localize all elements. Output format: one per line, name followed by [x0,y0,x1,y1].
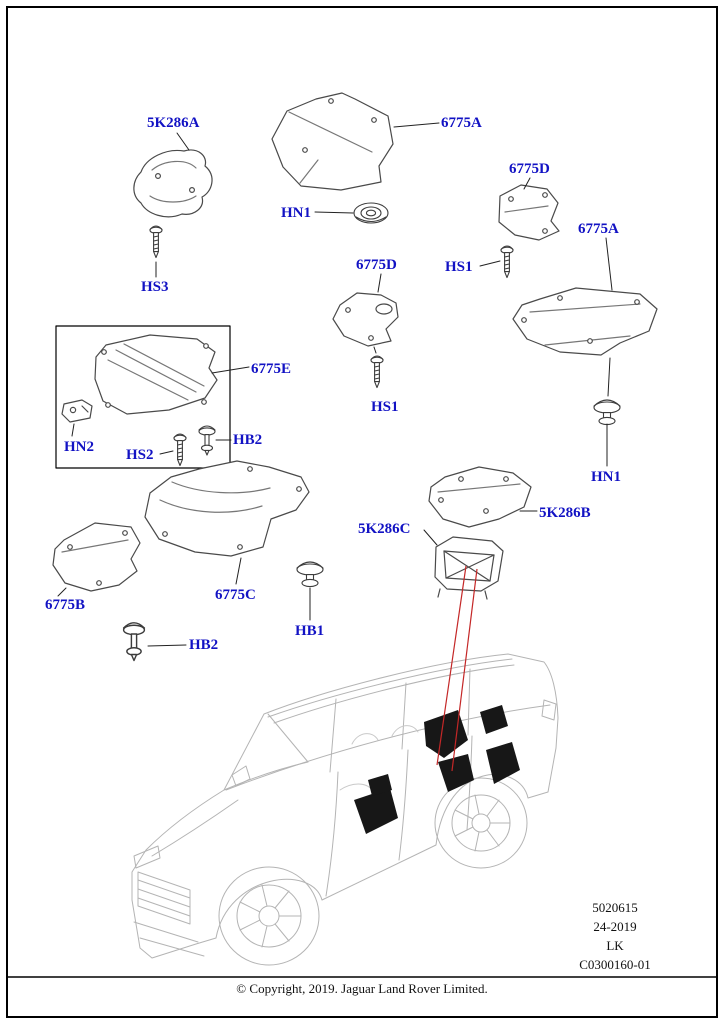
callout-hs2[interactable]: HS2 [126,447,154,463]
callout-hs3[interactable]: HS3 [141,279,169,295]
callout-hb2-top[interactable]: HB2 [233,432,263,448]
callout-hn2[interactable]: HN2 [64,439,94,455]
fastener-hb1 [296,561,324,588]
part-art-5k286a [133,149,213,218]
callout-6775c[interactable]: 6775C [215,587,256,603]
fastener-hb2-top [198,425,216,456]
location-lines [436,565,478,772]
part-art-6775e-box [55,325,231,469]
callout-hn1-right[interactable]: HN1 [591,469,621,485]
doc-line-4: C0300160-01 [579,957,651,972]
fastener-hs3 [149,225,163,259]
callout-5k286c[interactable]: 5K286C [358,521,411,537]
callout-hs1-mid[interactable]: HS1 [371,399,399,415]
part-art-6775c [144,460,310,557]
callout-5k286a[interactable]: 5K286A [147,115,200,131]
callout-hs1-top[interactable]: HS1 [445,259,473,275]
part-art-5k286c [434,536,504,600]
callout-6775e[interactable]: 6775E [251,361,292,377]
callout-hb1[interactable]: HB1 [295,623,325,639]
part-art-6775b [52,522,141,592]
document-info-block: 5020615 24-2019 LK C0300160-01 [553,898,677,974]
installed-shield-patches [354,705,520,834]
doc-line-3: LK [606,938,624,953]
fastener-hn1-top [353,202,389,224]
doc-line-2: 24-2019 [593,919,637,934]
callout-6775a-top[interactable]: 6775A [441,115,482,131]
leader-lines [57,122,613,647]
part-art-hn2-clip [61,399,93,423]
fastener-hn1-right [593,399,621,426]
part-art-6775d-mid [332,292,399,347]
callout-6775a-right[interactable]: 6775A [578,221,619,237]
callout-hn1-top[interactable]: HN1 [281,205,311,221]
vehicle-illustration [131,653,559,966]
callout-6775d-top[interactable]: 6775D [509,161,550,177]
callout-6775d-mid[interactable]: 6775D [356,257,397,273]
callout-5k286b[interactable]: 5K286B [539,505,591,521]
fastener-hs2 [173,433,187,467]
fastener-hs1-top [500,245,514,279]
fastener-hb2-bottom [122,622,146,662]
part-art-6775a-right [512,287,658,356]
doc-line-1: 5020615 [592,900,638,915]
part-art-5k286b [428,466,532,528]
part-art-6775d-top [498,184,560,241]
callout-6775b[interactable]: 6775B [45,597,86,613]
fastener-hs1-mid [370,355,384,389]
copyright-line: © Copyright, 2019. Jaguar Land Rover Lim… [236,981,488,996]
part-art-6775a-top [271,92,394,191]
callout-hb2-bottom[interactable]: HB2 [189,637,219,653]
